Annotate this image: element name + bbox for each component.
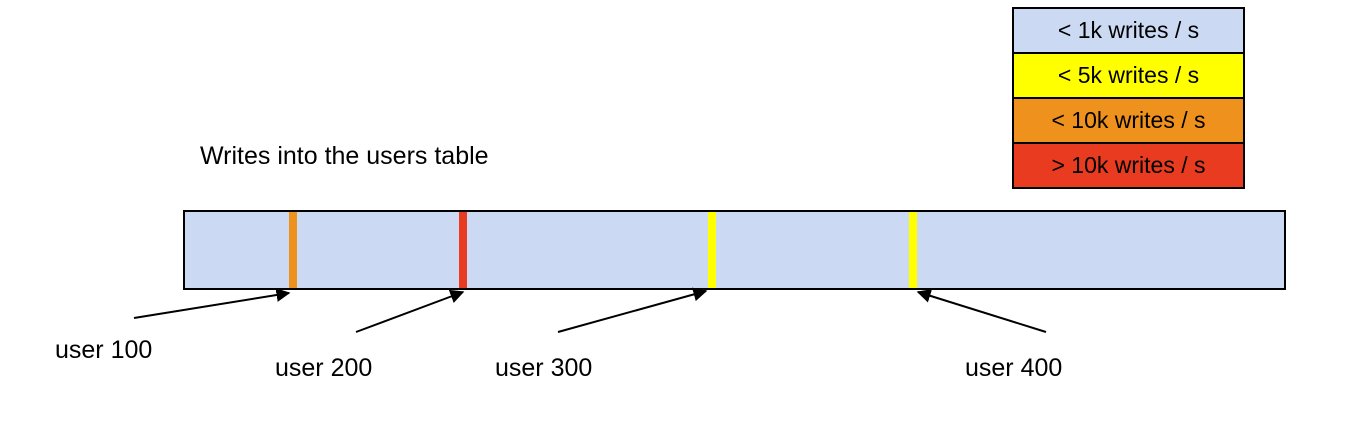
arrow-user-200 bbox=[355, 289, 465, 333]
arrow-user-300 bbox=[557, 287, 708, 333]
marker-line-user-300 bbox=[708, 212, 716, 288]
legend-label-lt-10k: < 10k writes / s bbox=[1051, 107, 1206, 133]
legend-row-lt-10k: < 10k writes / s bbox=[1012, 97, 1245, 144]
label-user-300: user 300 bbox=[495, 354, 593, 382]
label-user-400: user 400 bbox=[965, 354, 1063, 382]
marker-line-user-100 bbox=[289, 212, 297, 288]
legend-row-lt-1k: < 1k writes / s bbox=[1012, 7, 1245, 54]
label-user-200: user 200 bbox=[275, 354, 373, 382]
legend-label-lt-1k: < 1k writes / s bbox=[1057, 17, 1200, 43]
users-table-bar bbox=[183, 210, 1286, 290]
diagram-title: Writes into the users table bbox=[200, 142, 489, 170]
marker-line-user-200 bbox=[459, 212, 467, 288]
legend-row-gt-10k: > 10k writes / s bbox=[1012, 142, 1245, 189]
legend-label-lt-5k: < 5k writes / s bbox=[1057, 62, 1200, 88]
arrow-user-400 bbox=[916, 289, 1047, 333]
legend-label-gt-10k: > 10k writes / s bbox=[1051, 152, 1206, 178]
arrow-user-100 bbox=[133, 288, 291, 319]
write-rate-legend: < 1k writes / s < 5k writes / s < 10k wr… bbox=[1012, 7, 1245, 189]
label-user-100: user 100 bbox=[55, 336, 153, 364]
marker-line-user-400 bbox=[909, 212, 917, 288]
legend-row-lt-5k: < 5k writes / s bbox=[1012, 52, 1245, 99]
